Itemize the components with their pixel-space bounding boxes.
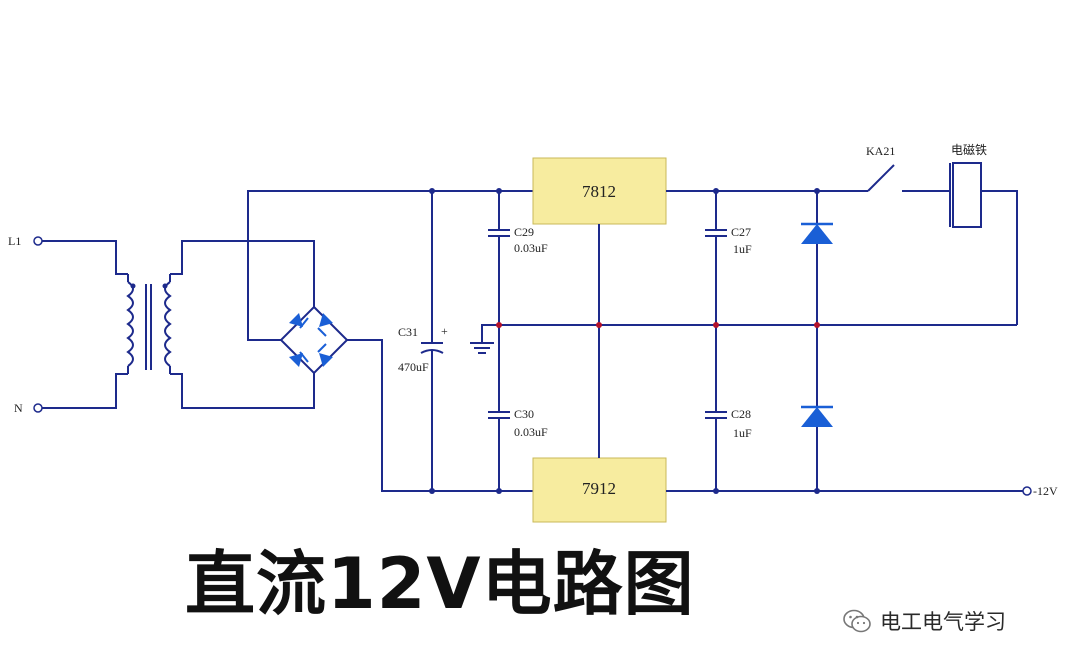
- secondary-wires: [170, 240, 315, 409]
- svg-text:电磁铁: 电磁铁: [951, 142, 987, 157]
- output-rails: [666, 190, 1023, 492]
- bridge-rectifier: [279, 305, 349, 375]
- svg-text:N: N: [14, 401, 23, 415]
- svg-text:+: +: [441, 324, 448, 338]
- regulator-7912: 7912: [532, 457, 667, 523]
- svg-text:-12V: -12V: [1033, 484, 1058, 498]
- svg-text:0.03uF: 0.03uF: [514, 241, 548, 255]
- capacitor-c31: + C31 470uF: [398, 191, 448, 491]
- ground-symbol: [470, 324, 499, 354]
- svg-text:7912: 7912: [582, 479, 616, 498]
- svg-text:1uF: 1uF: [733, 242, 752, 256]
- capacitor-c29: C29 0.03uF: [488, 191, 548, 325]
- regulator-7812: 7812: [532, 157, 667, 225]
- terminal-l1: L1: [8, 234, 43, 248]
- solenoid: 电磁铁: [949, 142, 1018, 325]
- svg-text:KA21: KA21: [866, 144, 895, 158]
- rectifier-output-wires: [247, 190, 533, 492]
- transformer: [126, 274, 172, 374]
- svg-text:C30: C30: [514, 407, 534, 421]
- watermark-text: 电工电气学习: [880, 610, 1006, 634]
- junction-dots: [429, 188, 820, 494]
- protection-diodes: [801, 191, 833, 491]
- capacitor-c27: C27 1uF: [705, 191, 752, 325]
- svg-text:C31: C31: [398, 325, 418, 339]
- capacitor-c28: C28 1uF: [705, 325, 752, 491]
- svg-text:7812: 7812: [582, 182, 616, 201]
- svg-text:C27: C27: [731, 225, 751, 239]
- terminal-n: N: [14, 401, 43, 415]
- terminal-minus-12v: -12V: [1022, 484, 1058, 498]
- svg-text:L1: L1: [8, 234, 21, 248]
- svg-text:1uF: 1uF: [733, 426, 752, 440]
- primary-wires: [42, 240, 128, 409]
- svg-text:C29: C29: [514, 225, 534, 239]
- svg-text:470uF: 470uF: [398, 360, 429, 374]
- relay-contact-ka21: KA21: [866, 144, 950, 192]
- wechat-icon: [843, 609, 871, 633]
- svg-text:0.03uF: 0.03uF: [514, 425, 548, 439]
- diagram-title: 直流12V电路图: [185, 543, 695, 625]
- svg-text:C28: C28: [731, 407, 751, 421]
- watermark: 电工电气学习: [842, 606, 1006, 636]
- capacitor-c30: C30 0.03uF: [488, 325, 548, 491]
